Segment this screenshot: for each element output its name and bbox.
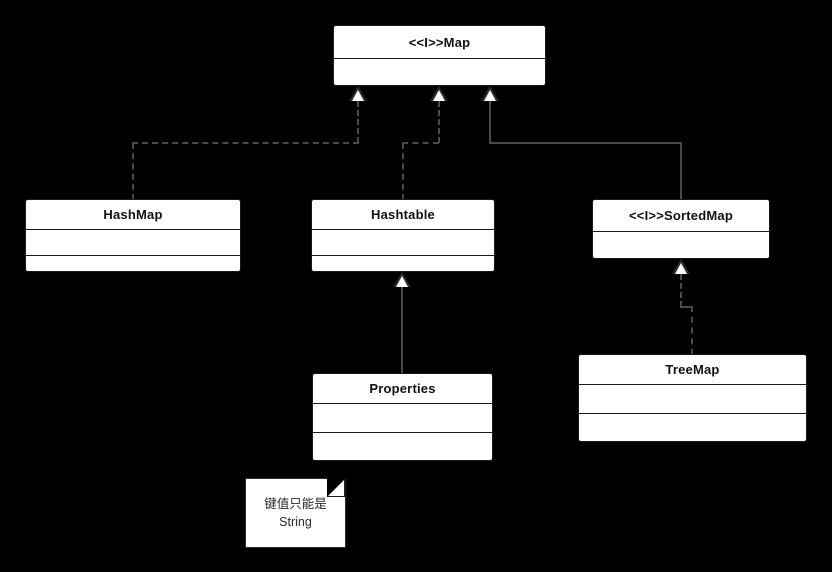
class-name-treemap: TreeMap (579, 355, 806, 385)
class-box-treemap[interactable]: TreeMap (578, 354, 807, 442)
edge-treemap-sortedmap-upper (680, 274, 682, 307)
edge-hashtable-map-vertical (402, 143, 404, 200)
edge-hashmap-map-horizontal (132, 142, 359, 144)
class-compartment-treemap-methods (579, 414, 806, 441)
class-name-hashmap: HashMap (26, 200, 240, 230)
note-text-line2: String (279, 515, 312, 529)
note-text-line1: 键值只能是 (264, 496, 327, 511)
edge-sortedmap-map-horizontal (489, 142, 682, 144)
class-box-hashmap[interactable]: HashMap (25, 199, 241, 272)
edge-treemap-sortedmap-jog (680, 306, 692, 308)
note-text: 键值只能是 String (254, 495, 337, 531)
arrowhead-hashtable-map (430, 86, 448, 101)
class-compartment-hashmap-methods (26, 256, 240, 271)
edge-hashtable-map-horizontal (402, 142, 439, 144)
class-compartment-hashtable-attributes (312, 230, 494, 256)
class-compartment-sortedmap-attributes (593, 232, 769, 258)
class-compartment-treemap-attributes (579, 385, 806, 414)
edge-hashtable-map-riser (438, 101, 440, 143)
edge-hashmap-map-vertical (132, 143, 134, 200)
edge-hashmap-map-riser (357, 101, 359, 143)
class-compartment-hashtable-methods (312, 256, 494, 271)
arrowhead-treemap-sortedmap (672, 259, 690, 274)
class-compartment-map-attributes (334, 59, 545, 85)
edge-properties-hashtable-vertical (401, 287, 403, 374)
class-name-hashtable: Hashtable (312, 200, 494, 230)
edge-sortedmap-map-vertical (680, 143, 682, 200)
class-name-map: <<I>>Map (334, 26, 545, 59)
arrowhead-hashmap-map (349, 86, 367, 101)
arrowhead-sortedmap-map (481, 86, 499, 101)
arrowhead-properties-hashtable (393, 272, 411, 287)
class-box-hashtable[interactable]: Hashtable (311, 199, 495, 272)
class-name-properties: Properties (313, 374, 492, 404)
class-box-map[interactable]: <<I>>Map (333, 25, 546, 86)
class-compartment-hashmap-attributes (26, 230, 240, 256)
note-properties-constraint[interactable]: 键值只能是 String (245, 478, 346, 548)
edge-sortedmap-map-riser (489, 101, 491, 143)
edge-treemap-sortedmap-lower (691, 306, 693, 355)
class-name-sortedmap: <<I>>SortedMap (593, 200, 769, 232)
note-fold-corner-icon (327, 478, 346, 497)
class-compartment-properties-attributes (313, 404, 492, 433)
class-box-properties[interactable]: Properties (312, 373, 493, 461)
class-compartment-properties-methods (313, 433, 492, 460)
class-box-sortedmap[interactable]: <<I>>SortedMap (592, 199, 770, 259)
